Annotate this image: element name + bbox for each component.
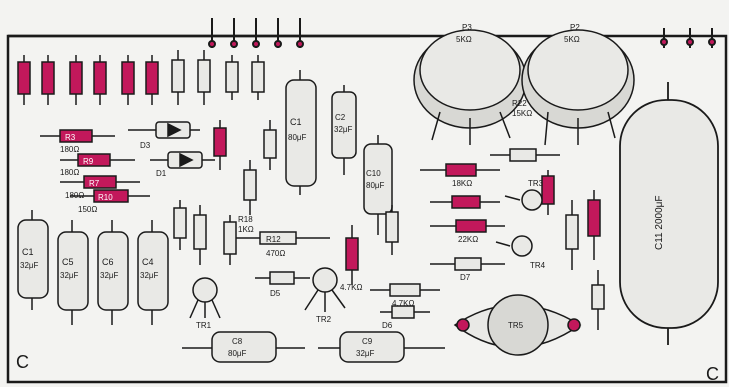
transistor-tr3-label: TR3 [528,179,544,188]
resistor-r12-ref: R12 [266,235,281,244]
diode-d7-label: D7 [460,273,471,282]
left-capacitor-group: C1 32μF C5 32μF C6 32μF C4 32μF [17,210,169,325]
transistor-tr1: TR1 [189,277,221,330]
diode-d3-label: D3 [140,141,151,150]
cap-c8-value: 80μF [228,349,247,358]
pot-p3-value: 5KΩ [456,35,472,44]
cap-c2-ref: C2 [335,113,346,122]
top-resistor-row [17,50,265,105]
left-resistor-group: R3 180Ω R9 180Ω R7 180Ω R10 150Ω [40,129,150,214]
transistor-tr4: TR4 [495,235,546,270]
cap-c6-value: 32μF [100,271,119,280]
resistor-top-10 [251,55,265,100]
cap-c6-ref: C6 [102,257,114,267]
resistor-top-4 [93,55,107,105]
center-capacitor-group: C1 80μF C2 32μF C10 80μF [285,70,393,235]
right-resistor-group: R22 15KΩ 18KΩ 22KΩ [420,99,605,330]
pot-p2: P2 5KΩ [521,23,635,146]
resistor-top-1 [17,55,31,105]
diode-d1-label: D1 [156,169,167,178]
pot-p2-ref: P2 [570,23,580,32]
power-transistor-tr5: TR5 [453,294,582,356]
bottom-capacitor-group: C8 80μF C9 32μF [182,331,445,363]
resistor-r26-value: 22KΩ [458,235,478,244]
transistor-tr1-label: TR1 [196,321,212,330]
cap-c10-ref: C10 [366,169,381,178]
resistor-r18-value: 1KΩ [238,225,254,234]
pot-p2-value: 5KΩ [564,35,580,44]
resistor-r22-ref: R22 [512,99,527,108]
corner-mark-left: C [16,352,29,372]
small-transistor-group: TR1 TR2 TR3 TR4 [189,179,546,330]
potentiometer-group: P3 5KΩ P2 5KΩ [413,23,635,146]
transistor-tr3: TR3 [504,179,544,211]
corner-mark-right: C [706,364,719,384]
cap-c10-value: 80μF [366,181,385,190]
resistor-r18-ref: R18 [238,215,253,224]
cap-c11-ref: C11 [654,232,665,250]
diode-group-right: D5 D7 D6 [255,257,505,330]
cap-c1b-ref: C1 [290,117,302,127]
resistor-top-6 [145,55,159,105]
cap-c1-ref: C1 [22,247,34,257]
resistor-r12-value: 470Ω [266,249,285,258]
diode-d5-label: D5 [270,289,281,298]
diode-group-left: D3 D1 [128,121,215,178]
resistor-top-5 [121,55,135,105]
resistor-r7-ref: R7 [89,179,100,188]
transistor-tr2: TR2 [304,267,346,324]
cap-c4-ref: C4 [142,257,154,267]
resistor-top-7 [171,50,185,105]
cap-c1b-value: 80μF [288,133,307,142]
cap-c4-value: 32μF [140,271,159,280]
cap-c2-value: 32μF [334,125,353,134]
resistor-r3-value: 180Ω [60,145,79,154]
pot-p3-ref: P3 [462,23,472,32]
resistor-r22-value: 15KΩ [512,109,532,118]
resistor-top-2 [41,55,55,105]
resistor-r10-ref: R10 [98,193,113,202]
pot-p3: P3 5KΩ [413,23,527,145]
resistor-r9-ref: R9 [83,157,94,166]
resistor-r10-value: 150Ω [78,205,97,214]
cap-c5-ref: C5 [62,257,74,267]
transistor-tr2-label: TR2 [316,315,332,324]
large-capacitor-c11: C11 2000μF [619,82,719,345]
resistor-r3b-value: 4.7KΩ [392,299,414,308]
resistor-top-3 [69,55,83,105]
cap-c11-value: 2000μF [654,195,665,229]
resistor-r9-value: 180Ω [60,168,79,177]
cap-c9-ref: C9 [362,337,373,346]
cap-c8-ref: C8 [232,337,243,346]
cap-c11-label: C11 2000μF [654,195,665,250]
resistor-top-9 [225,55,239,100]
cap-c5-value: 32μF [60,271,79,280]
resistor-r3-ref: R3 [65,133,76,142]
diode-d6-label: D6 [382,321,393,330]
cap-c1-value: 32μF [20,261,39,270]
top-connector-pins [208,18,716,48]
transistor-tr5-label: TR5 [508,321,524,330]
transistor-tr4-label: TR4 [530,261,546,270]
cap-c9-value: 32μF [356,349,375,358]
resistor-top-8 [197,50,211,105]
resistor-r24-value: 18KΩ [452,179,472,188]
resistor-r19-value: 4.7KΩ [340,283,362,292]
center-resistor-group: R18 1KΩ R12 470Ω 4.7KΩ 4.7KΩ [173,120,440,308]
